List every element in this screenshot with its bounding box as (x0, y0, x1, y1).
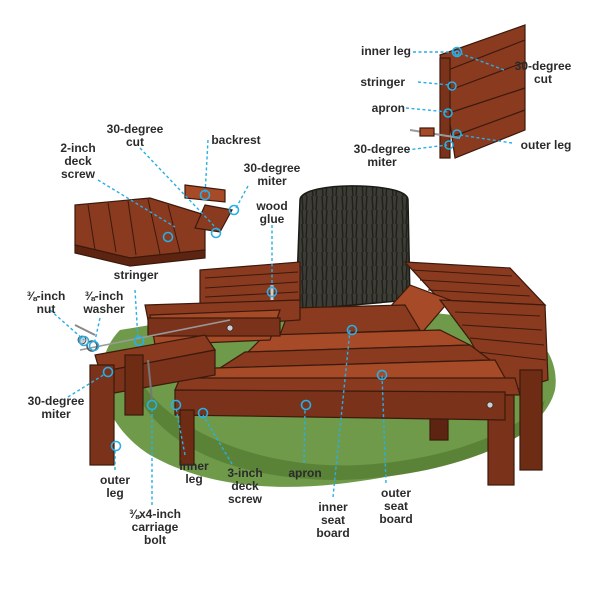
bench-right-section (429, 299, 549, 486)
bench-front-section (174, 304, 521, 466)
label-backrest: backrest (211, 133, 260, 147)
label-miter-mid-2: miter (257, 174, 287, 188)
label-inner-leg-inset: inner leg (361, 44, 411, 58)
callout-labels: inner leg stringer apron 30-degree miter… (27, 44, 572, 547)
label-cut-inset-2: cut (534, 72, 552, 86)
grass-shade (140, 380, 545, 480)
label-miter-low-2: miter (41, 407, 71, 421)
label-cut-inset-1: 30-degree (515, 59, 572, 73)
label-bolt-3: bolt (144, 533, 166, 547)
label-outer-seat-1: outer (381, 486, 411, 500)
backrest-boards (74, 184, 233, 267)
label-inner-leg-1: inner (179, 459, 209, 473)
label-3inch-screw-2: deck (231, 479, 259, 493)
label-3inch-screw-1: 3-inch (227, 466, 262, 480)
label-deck-screw-2: deck (64, 154, 92, 168)
label-inner-seat-2: seat (321, 513, 345, 527)
label-3inch-screw-3: screw (228, 492, 263, 506)
leader-markers (78, 46, 463, 452)
label-nut-1: ⅜-inch (27, 289, 66, 303)
label-miter-inset-1: 30-degree (354, 142, 411, 156)
label-miter-low-1: 30-degree (28, 394, 85, 408)
tree-trunk (295, 185, 411, 311)
label-bolt-1: ⅜x4-inch (129, 507, 181, 521)
label-outer-leg-1: outer (100, 473, 130, 487)
label-apron-inset: apron (372, 101, 405, 115)
bench-left-assembly (79, 299, 301, 466)
label-miter-inset-2: miter (367, 155, 397, 169)
label-deck-screw-3: screw (61, 167, 96, 181)
label-washer-2: washer (82, 302, 125, 316)
label-cut-mid-2: cut (126, 135, 144, 149)
label-nut-2: nut (37, 302, 56, 316)
inset-detail (409, 24, 526, 159)
label-cut-mid-1: 30-degree (107, 122, 164, 136)
label-outer-leg-2: leg (106, 486, 123, 500)
label-inner-seat-1: inner (318, 500, 348, 514)
label-outer-leg-inset: outer leg (521, 138, 572, 152)
label-outer-seat-2: seat (384, 499, 408, 513)
label-outer-seat-3: board (379, 512, 412, 526)
label-apron-low: apron (288, 466, 321, 480)
label-washer-1: ⅜-inch (85, 289, 124, 303)
label-deck-screw-1: 2-inch (60, 141, 95, 155)
label-stringer-inset: stringer (360, 75, 405, 89)
label-inner-leg-2: leg (185, 472, 202, 486)
label-miter-mid-1: 30-degree (244, 161, 301, 175)
label-stringer-mid: stringer (114, 268, 159, 282)
label-wood-glue-2: glue (260, 212, 285, 226)
label-bolt-2: carriage (132, 520, 179, 534)
leader-lines (49, 51, 513, 505)
label-wood-glue-1: wood (255, 199, 287, 213)
label-inner-seat-3: board (316, 526, 349, 540)
